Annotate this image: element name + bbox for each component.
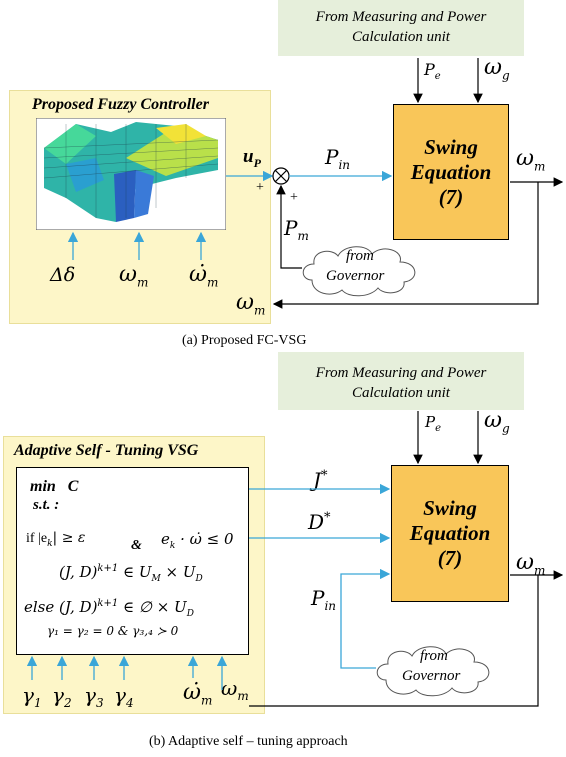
fuzzy-surface-plot (36, 118, 226, 230)
swing-equation-block-b: Swing Equation (7) (391, 465, 509, 602)
omega-out-label-a: ωm (516, 146, 546, 174)
pin-label-b: Pin (311, 586, 337, 613)
caption-b: (b) Adaptive self – tuning approach (149, 734, 348, 749)
input-delta-delta: Δδ (50, 264, 76, 286)
governor-cloud-b (376, 646, 490, 697)
measuring-unit-box-a: From Measuring and Power Calculation uni… (278, 0, 524, 56)
gamma-4-input: γ4 (114, 683, 134, 710)
pe-label-b: Pe (425, 413, 442, 434)
j-star-label: J* (313, 468, 328, 492)
u-p-label: uP (243, 146, 261, 170)
d-star-label: D* (308, 510, 331, 534)
plus-sign-2: + (290, 190, 298, 205)
input-omega-dot-m: ω̇m (189, 262, 219, 290)
wg-label-a: ωg (484, 55, 510, 83)
swing-line3-a: (7) (438, 184, 464, 209)
pe-label-a: Pe (424, 60, 441, 83)
governor-line2-b: Governor (402, 668, 461, 684)
swing-line3-b: (7) (437, 546, 463, 570)
governor-line1-a: from (346, 248, 374, 264)
adaptive-controller-title: Adaptive Self - Tuning VSG (14, 442, 199, 459)
set-line-1: (J, D)k+1 ∈ UM × UD (59, 563, 203, 584)
swing-line1-a: Swing (424, 134, 478, 159)
governor-line2-a: Governor (326, 268, 385, 284)
swing-line2-b: Equation (409, 521, 491, 545)
omega-dot-input-b: ω̇m (183, 680, 213, 708)
ampersand-1: & (131, 538, 142, 553)
fuzzy-controller-title: Proposed Fuzzy Controller (32, 96, 209, 113)
st-line: s.t. : (33, 497, 60, 513)
swing-line2-a: Equation (410, 159, 492, 184)
omega-out-label-b: ωm (516, 550, 546, 578)
omega-m-input-b: ωm (221, 676, 249, 703)
gamma-condition-line: γ₁ = γ₂ = 0 & γ₃,₄ ≻ 0 (47, 624, 179, 638)
else-line: else (J, D)k+1 ∈ ∅ × UD (24, 598, 194, 619)
swing-equation-block-a: Swing Equation (7) (393, 104, 509, 240)
gamma-3-input: γ3 (84, 683, 104, 710)
condition-line-2: ek · ω̇ ≤ 0 (161, 530, 234, 551)
gamma-1-input: γ1 (22, 683, 42, 710)
measuring-unit-box-b: From Measuring and Power Calculation uni… (278, 352, 524, 410)
connectors-a (67, 58, 564, 309)
feedback-omega-label-a: ωm (236, 290, 266, 318)
pm-label-a: Pm (284, 216, 309, 243)
pin-label-a: Pin (325, 145, 351, 172)
condition-line-1: if |ek| ≥ ε (26, 530, 86, 549)
plus-sign-1: + (256, 180, 264, 195)
governor-line1-b: from (420, 648, 448, 664)
input-omega-m: ωm (119, 262, 149, 290)
caption-a: (a) Proposed FC-VSG (182, 333, 307, 348)
swing-line1-b: Swing (423, 496, 477, 520)
measuring-unit-label-a: From Measuring and Power Calculation uni… (315, 9, 487, 45)
measuring-unit-label-b: From Measuring and Power Calculation uni… (315, 365, 487, 401)
governor-cloud-a (302, 246, 416, 297)
wg-label-b: ωg (484, 408, 510, 436)
gamma-2-input: γ2 (52, 683, 72, 710)
min-line: min C (30, 478, 79, 495)
optimization-box (16, 467, 249, 655)
